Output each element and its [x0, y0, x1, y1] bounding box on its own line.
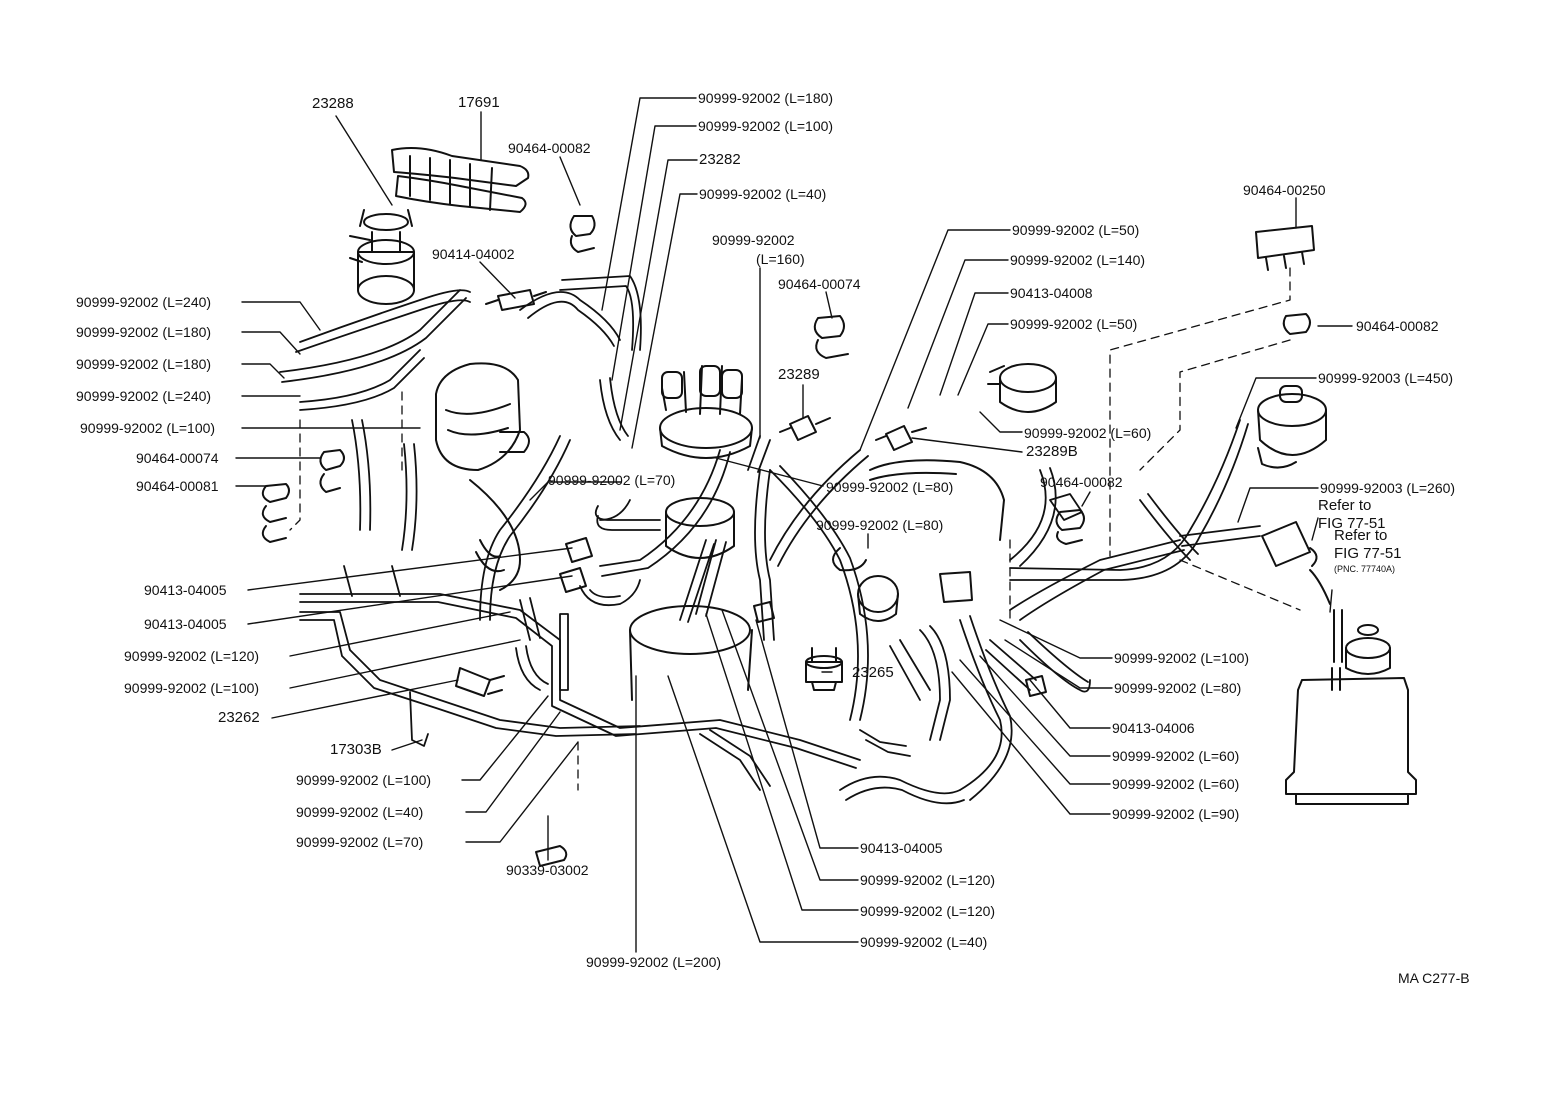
hose-l180-left1-label: 90999-92002 (L=180) — [76, 324, 212, 340]
leader-lines — [235, 97, 1353, 953]
part-23282-label: 23282 — [699, 151, 741, 168]
hose-clips — [261, 215, 1315, 867]
hose-l180-left2-label: 90999-92002 (L=180) — [76, 356, 212, 372]
ref2-line2: FIG 77-51 — [1334, 545, 1402, 562]
distributor-assembly — [629, 365, 753, 701]
ref1-line2: FIG 77-51 — [1318, 515, 1386, 532]
vacuum-switching-valves — [832, 459, 1005, 622]
hose-l160-label-a: 90999-92002 — [712, 232, 795, 248]
tee-connectors — [485, 289, 1047, 697]
vacuum-valve-upper-right — [987, 363, 1327, 469]
part-17303b-label: 17303B — [330, 741, 382, 758]
hose-l100-left-label: 90999-92002 (L=100) — [80, 420, 216, 436]
dashed-reference-lines — [289, 267, 1301, 791]
union-90413-04005-a-label: 90413-04005 — [144, 582, 227, 598]
hose-l160-label-b: (L=160) — [756, 251, 805, 267]
hose-l80-right-label: 90999-92002 (L=80) — [1114, 680, 1242, 696]
part-23289b-label: 23289B — [1026, 443, 1078, 460]
metal-tube-17303b — [299, 565, 911, 791]
union-90413-04005-b-label: 90413-04005 — [144, 616, 227, 632]
clamp-17691 — [391, 147, 530, 213]
hose-l100-top-label: 90999-92002 (L=100) — [698, 118, 834, 134]
valve-23288 — [349, 209, 415, 305]
rubber-hoses — [279, 275, 1261, 805]
hose-l50-b-label: 90999-92002 (L=50) — [1010, 316, 1138, 332]
hose-l100-right-label: 90999-92002 (L=100) — [1114, 650, 1250, 666]
hose-l100-bot-label: 90999-92002 (L=100) — [296, 772, 432, 788]
hose-l80-a-label: 90999-92002 (L=80) — [826, 479, 954, 495]
part-23288-label: 23288 — [312, 95, 354, 112]
hose-l140-label: 90999-92002 (L=140) — [1010, 252, 1146, 268]
hose-l90-label: 90999-92002 (L=90) — [1112, 806, 1240, 822]
part-23265-label: 23265 — [852, 664, 894, 681]
ref2-line1: Refer to — [1334, 527, 1388, 544]
hose-l120-bot2-label: 90999-92002 (L=120) — [860, 903, 996, 919]
hose3-l450-label: 90999-92003 (L=450) — [1318, 370, 1454, 386]
clip-90464-00250-label: 90464-00250 — [1243, 182, 1326, 198]
switch-23265 — [805, 647, 843, 691]
switch-23262 — [455, 667, 505, 697]
valve-body-left — [435, 362, 530, 591]
union-90413-04005-c-label: 90413-04005 — [860, 840, 943, 856]
hose-l70-bot-label: 90999-92002 (L=70) — [296, 834, 424, 850]
hose-l100-left2-label: 90999-92002 (L=100) — [124, 680, 260, 696]
clip-90464-00074-top-label: 90464-00074 — [778, 276, 861, 292]
hose-l80-b-label: 90999-92002 (L=80) — [816, 517, 944, 533]
inline-filters — [779, 415, 1318, 567]
hose-l200-label: 90999-92002 (L=200) — [586, 954, 722, 970]
charcoal-canister — [1285, 569, 1417, 805]
union-90413-04008-label: 90413-04008 — [1010, 285, 1093, 301]
clip-90464-00082-label: 90464-00082 — [508, 140, 591, 156]
connector-90414-04002-label: 90414-04002 — [432, 246, 515, 262]
ref1-line1: Refer to — [1318, 497, 1372, 514]
hose-l50-a-label: 90999-92002 (L=50) — [1012, 222, 1140, 238]
hose-l240-b-label: 90999-92002 (L=240) — [76, 388, 212, 404]
hose3-l260-label: 90999-92003 (L=260) — [1320, 480, 1456, 496]
clip-90464-00081-label: 90464-00081 — [136, 478, 219, 494]
hose-l60-right-label: 90999-92002 (L=60) — [1024, 425, 1152, 441]
ref2-pnc: (PNC. 77740A) — [1334, 564, 1396, 574]
hose-l70-mid-label: 90999-92002 (L=70) — [548, 472, 676, 488]
union-90413-04006-label: 90413-04006 — [1112, 720, 1195, 736]
clip-90464-00082-c-label: 90464-00082 — [1040, 474, 1123, 490]
clip-90464-00082-b-label: 90464-00082 — [1356, 318, 1439, 334]
hose-l180-top-label: 90999-92002 (L=180) — [698, 90, 834, 106]
plug-90339-03002-label: 90339-03002 — [506, 862, 589, 878]
part-23262-label: 23262 — [218, 709, 260, 726]
clip-90464-00074-left-label: 90464-00074 — [136, 450, 219, 466]
hose-l60-r1-label: 90999-92002 (L=60) — [1112, 748, 1240, 764]
hose-l60-r2-label: 90999-92002 (L=60) — [1112, 776, 1240, 792]
hose-l120-bot1-label: 90999-92002 (L=120) — [860, 872, 996, 888]
hose-l240-a-label: 90999-92002 (L=240) — [76, 294, 212, 310]
hose-l40-top-label: 90999-92002 (L=40) — [699, 186, 827, 202]
hose-l40-bot2-label: 90999-92002 (L=40) — [860, 934, 988, 950]
part-23289-label: 23289 — [778, 366, 820, 383]
hose-l40-bot-label: 90999-92002 (L=40) — [296, 804, 424, 820]
hose-l120-left-label: 90999-92002 (L=120) — [124, 648, 260, 664]
part-17691-label: 17691 — [458, 94, 500, 111]
diagram-code: MA C277-B — [1398, 970, 1470, 986]
